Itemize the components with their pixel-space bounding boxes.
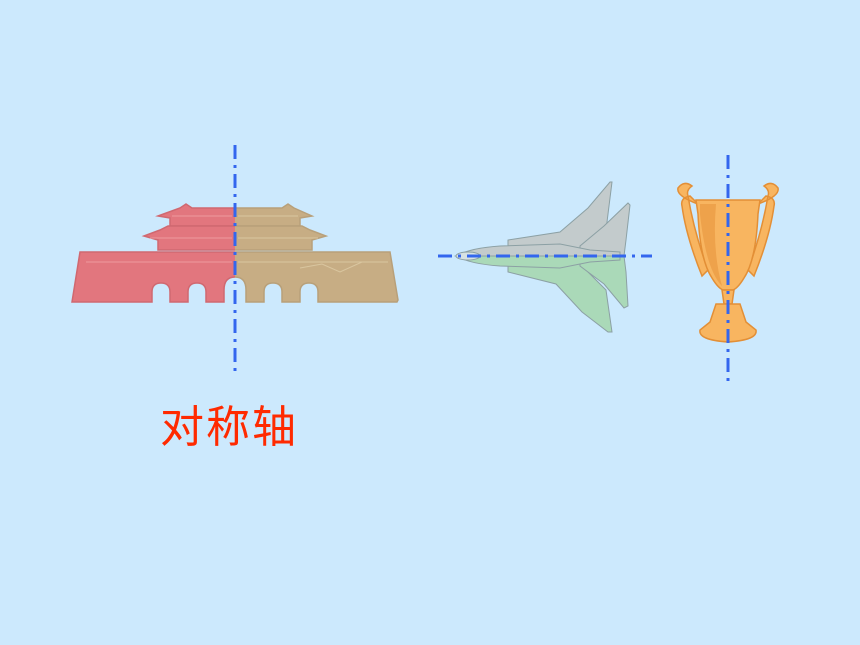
symmetry-axis-label: 对称轴 xyxy=(160,402,298,453)
